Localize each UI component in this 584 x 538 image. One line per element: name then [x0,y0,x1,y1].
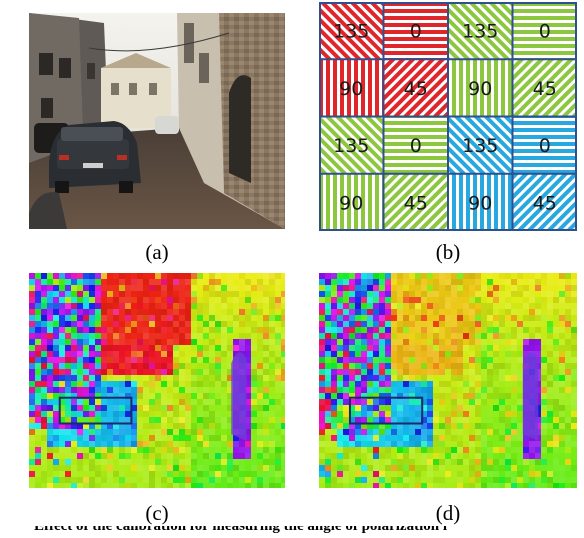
grid-cell [512,173,577,231]
grid-cell-label: 135 [462,21,498,43]
grid-cell [383,2,448,60]
grid-cell [319,173,384,231]
polarization-grid: 135 0 135 0 90 45 90 45 135 0 135 0 90 45 90 45 [319,2,577,231]
grid-cell-label: 0 [539,135,551,157]
grid-cell-label: 90 [339,78,363,100]
grid-cell [512,116,577,174]
grid-cell [448,116,513,174]
grid-cell-label: 90 [468,78,492,100]
grid-cell-label: 45 [404,78,428,100]
grid-cell [319,116,384,174]
angle-map-c-panel [29,273,285,488]
grid-cell [383,173,448,231]
grid-cell [448,2,513,60]
grid-cell [319,2,384,60]
grid-cell [512,2,577,60]
grid-cell [448,173,513,231]
grid-cell-label: 90 [339,192,363,214]
caption-b: (b) [435,240,461,264]
grid-cell-label: 45 [533,192,557,214]
figure-caption: Effect of the calibration for measuring … [34,526,447,534]
grid-cell-label: 135 [333,21,369,43]
polarization-grid-panel: 135 0 135 0 90 45 90 45 135 0 135 0 90 45 90 45 [319,2,577,231]
grid-cell-label: 135 [462,135,498,157]
grid-cell-label: 45 [404,192,428,214]
grid-cell [448,59,513,117]
grid-cell-label: 45 [533,78,557,100]
grid-cell [383,59,448,117]
figure-caption-strip: Effect of the calibration for measuring … [0,526,584,538]
angle-map-d-panel [319,273,577,488]
grid-cell-label: 0 [410,135,422,157]
grid-cell [383,116,448,174]
grid-cell-label: 0 [410,21,422,43]
angle-map-c [29,273,285,488]
angle-map-d [319,273,577,488]
caption-a: (a) [145,240,169,264]
grid-cell [512,59,577,117]
grid-cell-label: 90 [468,192,492,214]
grid-cell [319,59,384,117]
caption-c: (c) [145,501,169,525]
caption-d: (d) [435,501,461,525]
grid-cell-label: 0 [539,21,551,43]
grid-cell-label: 135 [333,135,369,157]
street-photo [29,13,285,229]
street-photo-panel [29,13,285,229]
